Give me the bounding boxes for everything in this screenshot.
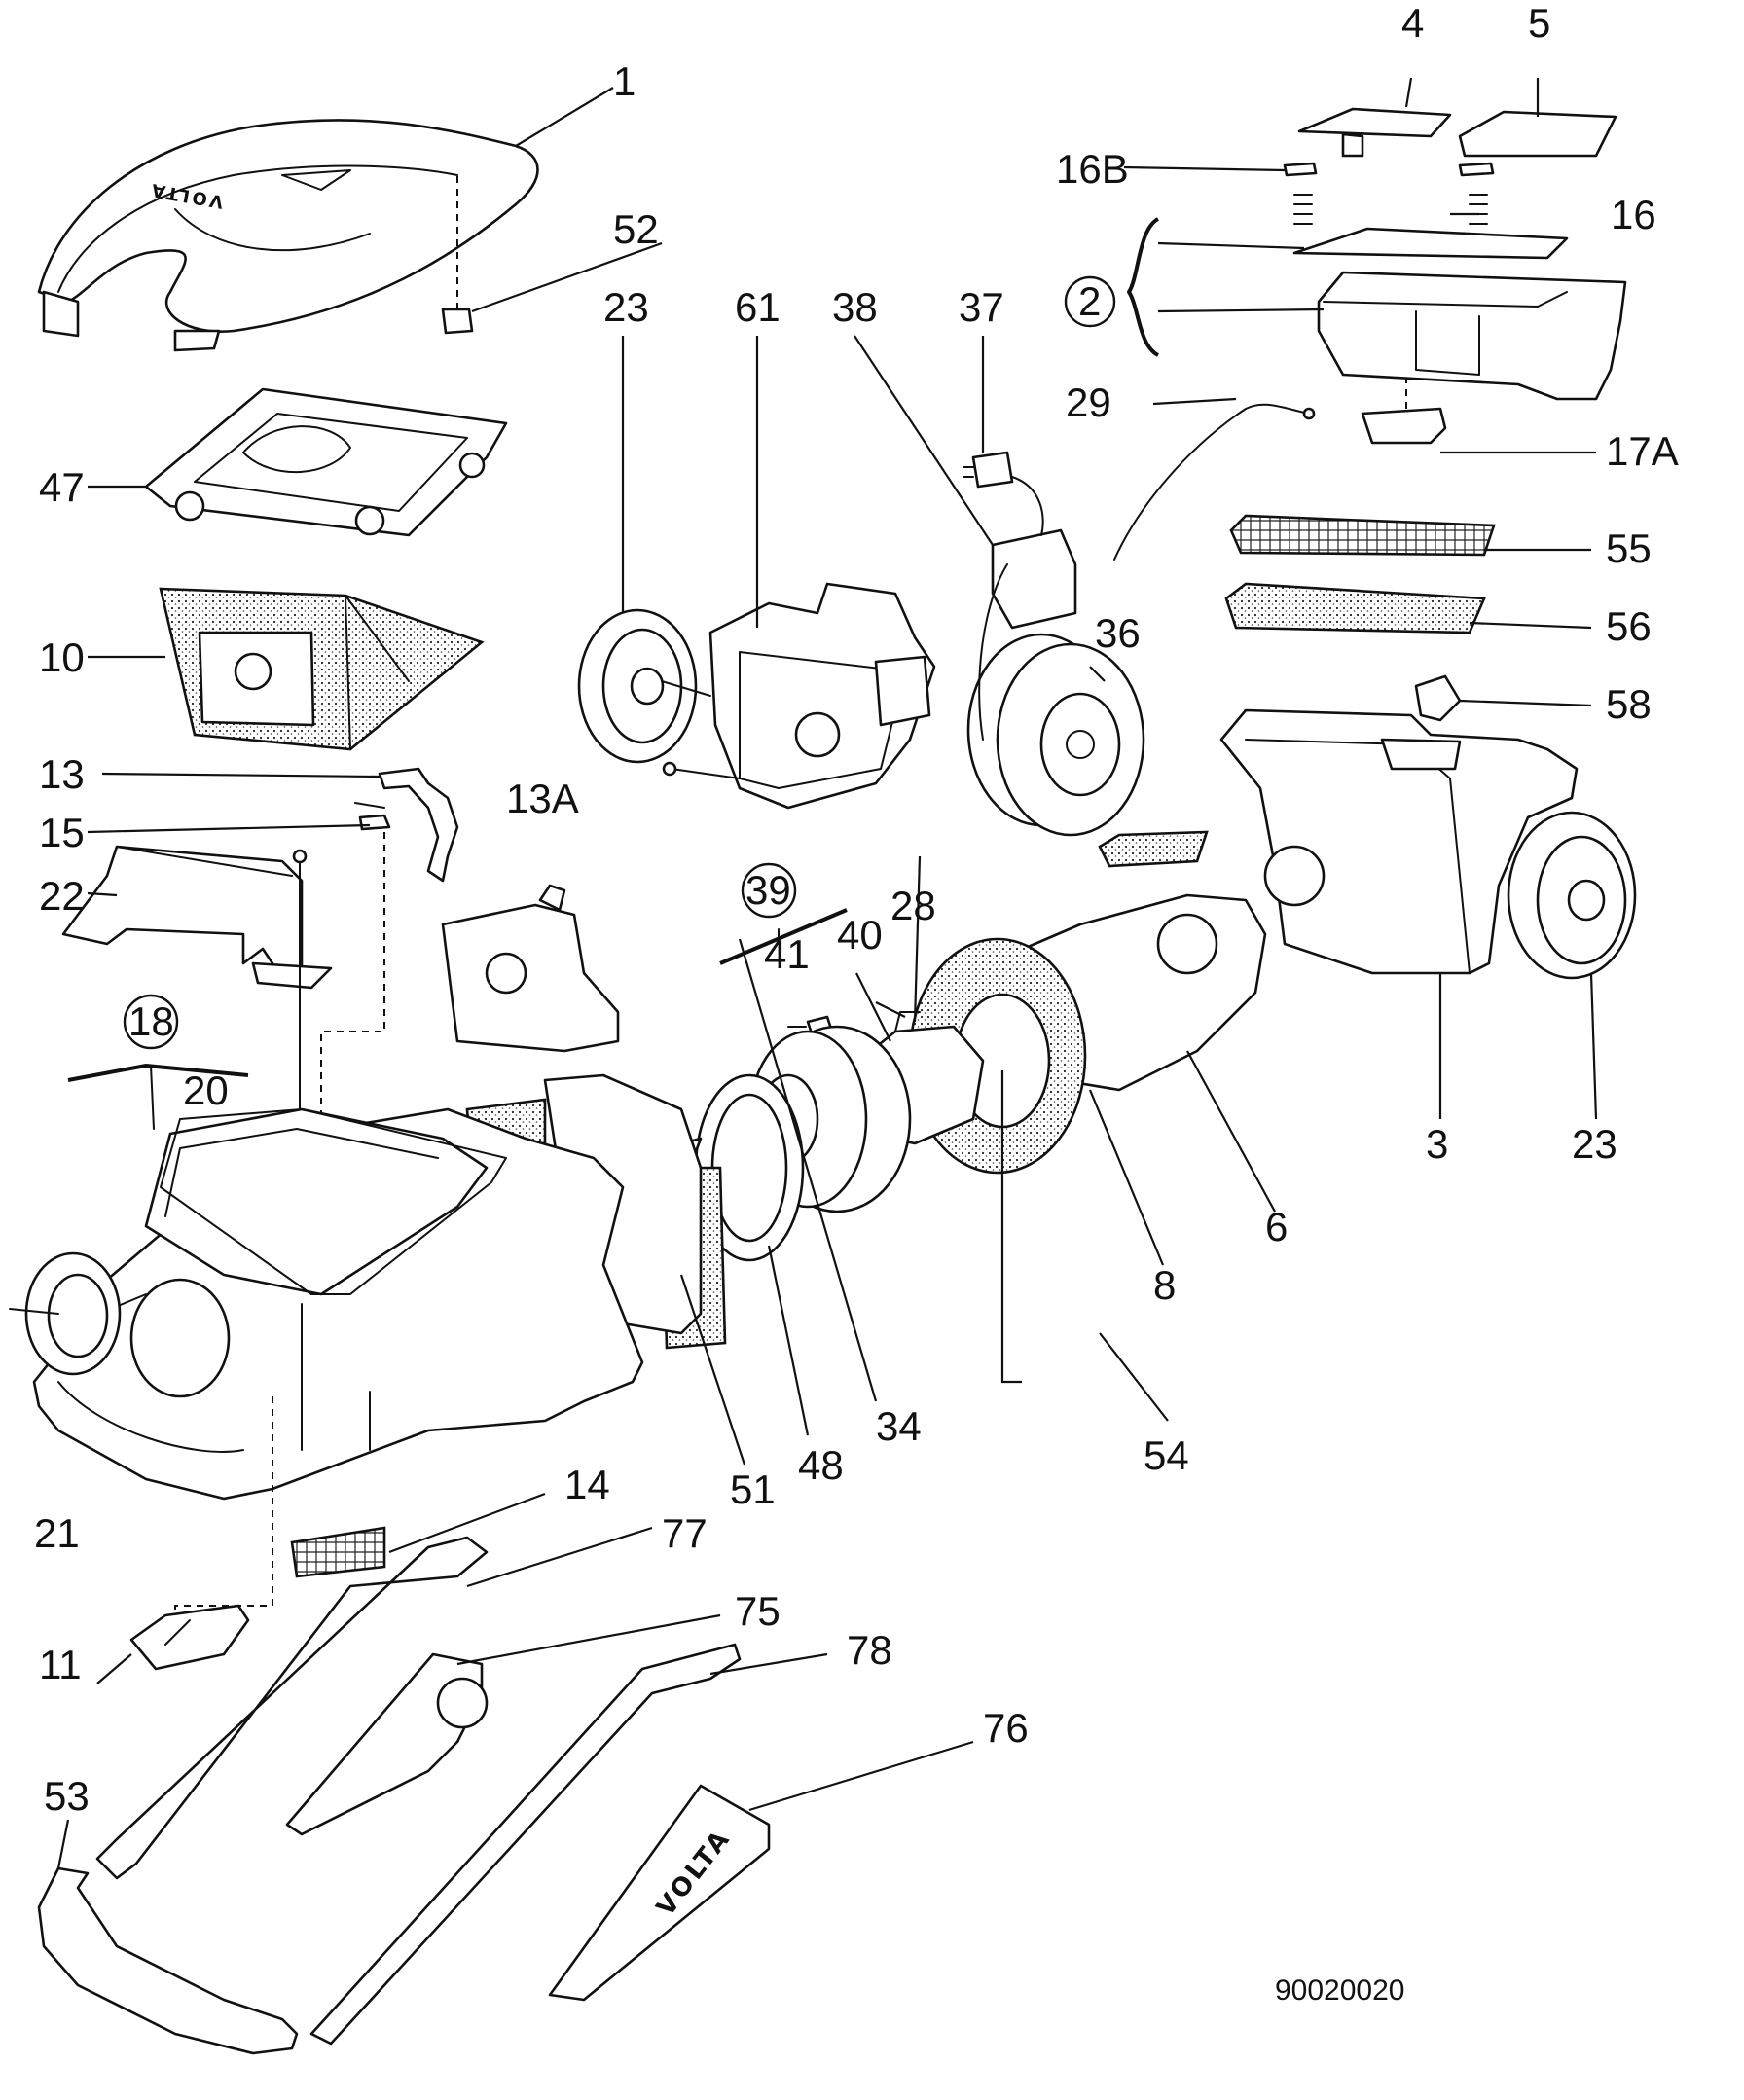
- callout-53: 53: [44, 1773, 90, 1819]
- callout-1: 1: [613, 58, 636, 104]
- callout-14: 14: [564, 1462, 610, 1507]
- callout-28: 28: [890, 883, 936, 928]
- callout-10: 10: [39, 634, 85, 680]
- callout-11: 11: [39, 1642, 82, 1687]
- callout-23-left: 23: [603, 284, 649, 330]
- part-53-bumper: [37, 1866, 299, 2055]
- callout-52: 52: [613, 206, 659, 252]
- callout-17A: 17A: [1606, 428, 1679, 474]
- callout-13A: 13A: [506, 776, 579, 821]
- part-13A-panel: [441, 884, 620, 1053]
- callout-75: 75: [735, 1588, 781, 1634]
- part-55-grille: [1229, 514, 1496, 557]
- part-17A-switch: [1361, 407, 1447, 445]
- part-11-foot: [129, 1604, 250, 1671]
- callout-29: 29: [1066, 380, 1111, 425]
- callout-5: 5: [1528, 0, 1550, 46]
- callout-51: 51: [730, 1466, 776, 1512]
- part-52-clip: [441, 308, 474, 335]
- callout-15: 15: [39, 810, 85, 855]
- part-76-side-panel: VOLTA: [548, 1784, 771, 2002]
- group-bracket-39: [719, 908, 848, 965]
- callout-22: 22: [39, 873, 85, 919]
- callout-23-right: 23: [1572, 1121, 1617, 1167]
- callout-16: 16: [1611, 192, 1656, 237]
- callout-40: 40: [837, 912, 883, 958]
- group-brace-2: [1127, 217, 1325, 357]
- callout-39: 39: [745, 867, 791, 913]
- callout-61: 61: [735, 284, 781, 330]
- callout-circle-2: [1064, 275, 1116, 328]
- callout-circle-39: [741, 862, 797, 919]
- callout-56: 56: [1606, 603, 1652, 649]
- callout-circle-18: [123, 994, 179, 1050]
- callout-54: 54: [1144, 1432, 1189, 1478]
- part-58-switch: [1414, 674, 1462, 722]
- part-4-button: [1297, 107, 1452, 158]
- callout-37: 37: [959, 284, 1004, 330]
- part-61-support-frame: [662, 582, 936, 810]
- part-23-right-wheel: [1507, 811, 1637, 980]
- callout-34: 34: [876, 1403, 922, 1449]
- group-bracket-18: [67, 1064, 249, 1130]
- part-23-left-wheel: [577, 608, 711, 764]
- callout-4: 4: [1401, 0, 1424, 46]
- part-20-gasket: [160, 1108, 507, 1295]
- part-47-bag-holder-frame: [144, 387, 508, 537]
- callout-41: 41: [764, 931, 810, 977]
- callout-13: 13: [39, 751, 85, 797]
- callout-labels: 1 52 23 61 38 37 4 5 16B 16 2 29 17A 55 …: [34, 0, 1679, 1819]
- callout-18: 18: [128, 998, 174, 1044]
- part-3-rear-housing: [1219, 708, 1579, 975]
- part-29-cable: [1113, 403, 1316, 561]
- callout-36: 36: [1095, 610, 1141, 656]
- callout-2: 2: [1078, 278, 1101, 324]
- part-38-cable-box: [991, 476, 1077, 630]
- part-10-dust-bag: [159, 587, 485, 751]
- drawing-number: 90020020: [1275, 1974, 1404, 2007]
- callout-47: 47: [39, 464, 85, 510]
- part-1-top-cover: VOLTA: [37, 119, 539, 352]
- part-78-side-strip: [309, 1643, 742, 2046]
- part-13-bracket: [378, 767, 459, 883]
- part-16-springs: [1283, 162, 1495, 225]
- callout-77: 77: [662, 1510, 708, 1556]
- callout-48: 48: [798, 1442, 844, 1488]
- part-75-side-cover: [285, 1652, 489, 1836]
- callout-58: 58: [1606, 681, 1652, 727]
- callout-38: 38: [832, 284, 878, 330]
- part-22-bridge: [61, 845, 333, 990]
- part-36-cable-reel: [966, 563, 1145, 837]
- part-77-side-strip: [95, 1536, 489, 1880]
- callout-78: 78: [847, 1627, 892, 1673]
- callout-6: 6: [1265, 1204, 1288, 1249]
- callout-8: 8: [1153, 1262, 1176, 1308]
- part-14-filter: [290, 1526, 386, 1578]
- callout-16B: 16B: [1056, 146, 1129, 192]
- callout-76: 76: [983, 1705, 1029, 1751]
- callout-21: 21: [34, 1510, 80, 1556]
- leader-lines: [56, 77, 1598, 1869]
- callout-55: 55: [1606, 525, 1652, 571]
- part-main-chassis: [9, 1107, 644, 1645]
- part-5-button: [1458, 110, 1617, 158]
- callout-20: 20: [183, 1068, 229, 1113]
- part-2-control-assembly: [1292, 227, 1627, 401]
- callout-3: 3: [1426, 1121, 1448, 1167]
- part-56-filter-pad: [1224, 582, 1486, 634]
- part-37-plug: [963, 451, 1014, 489]
